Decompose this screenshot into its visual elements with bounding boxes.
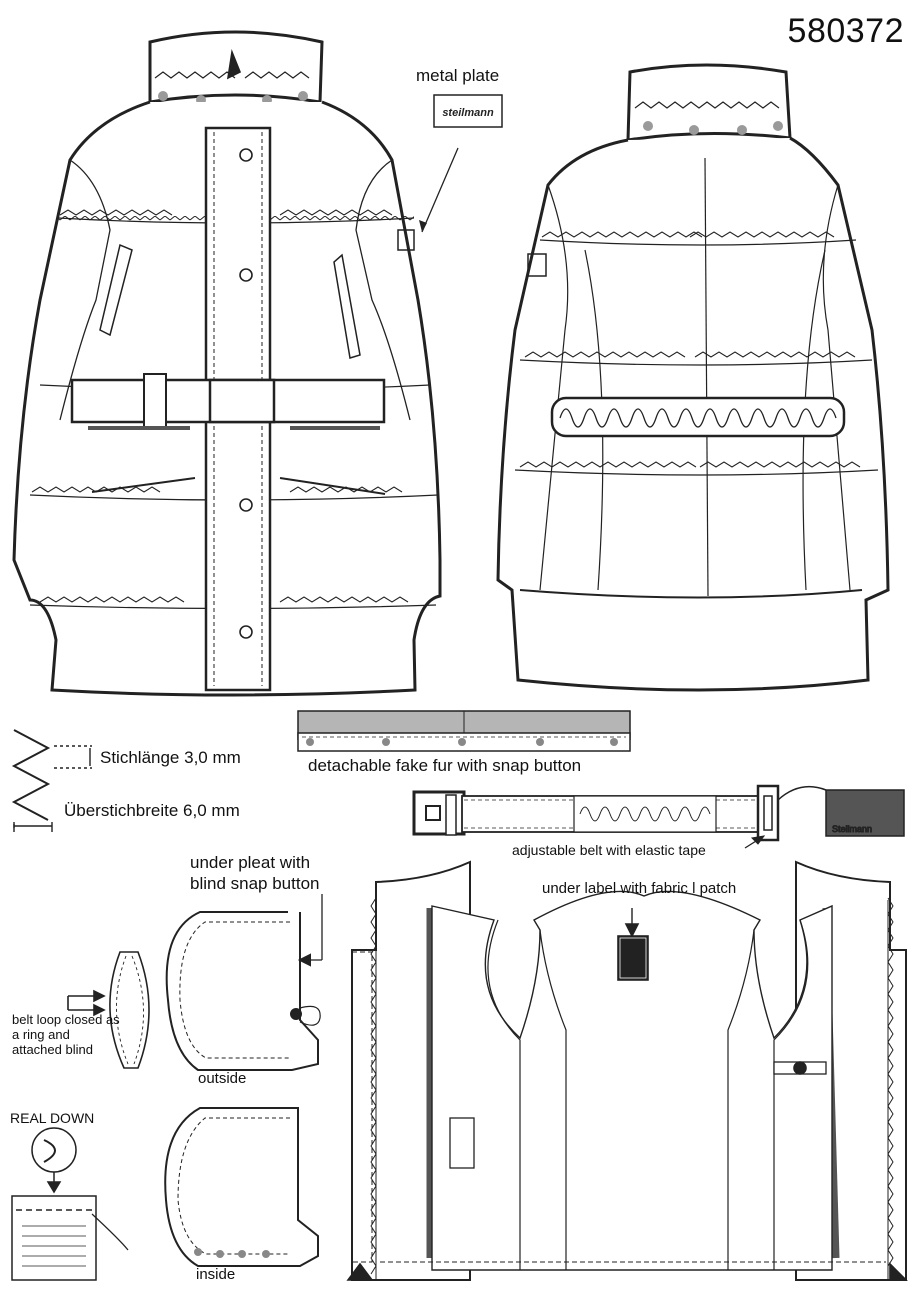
adjustable-belt: Steilmann: [412, 784, 905, 849]
fake-fur-strip: [297, 710, 631, 752]
real-down-title: REAL DOWN: [10, 1110, 95, 1126]
jacket-back-view: [496, 63, 890, 692]
stitch-legend: [11, 729, 92, 832]
under-pleat-label: under pleat with blind snap button: [190, 853, 320, 893]
front-collar: [148, 30, 324, 105]
real-down-label: [11, 1127, 129, 1281]
front-belt: [70, 373, 386, 430]
style-number: 580372: [787, 12, 904, 50]
under-label-caption: under label with fabric l patch: [542, 880, 737, 897]
belt-tag-text: Steilmann: [832, 824, 872, 834]
hood-inside-label: inside: [196, 1266, 236, 1283]
overstitch-width-label: Überstichbreite 6,0 mm: [64, 801, 240, 820]
inner-lining-view: [346, 860, 908, 1281]
belt-loop-detail: [67, 951, 150, 1069]
fake-fur-label: detachable fake fur with snap button: [308, 756, 582, 775]
hood-outside-label: outside: [198, 1070, 247, 1087]
belt-loop-label: belt loop closed as a ring and attached …: [12, 1012, 120, 1057]
hood-outside: [165, 894, 323, 1071]
hood-inside: [164, 1107, 319, 1267]
belt-label: adjustable belt with elastic tape: [512, 842, 706, 858]
stitch-length-label: Stichlänge 3,0 mm: [100, 748, 241, 767]
metal-plate-text: steilmann: [442, 107, 494, 119]
jacket-front-view: [12, 30, 442, 697]
metal-plate-callout: steilmann: [419, 94, 503, 233]
metal-plate-label: metal plate: [416, 66, 500, 85]
